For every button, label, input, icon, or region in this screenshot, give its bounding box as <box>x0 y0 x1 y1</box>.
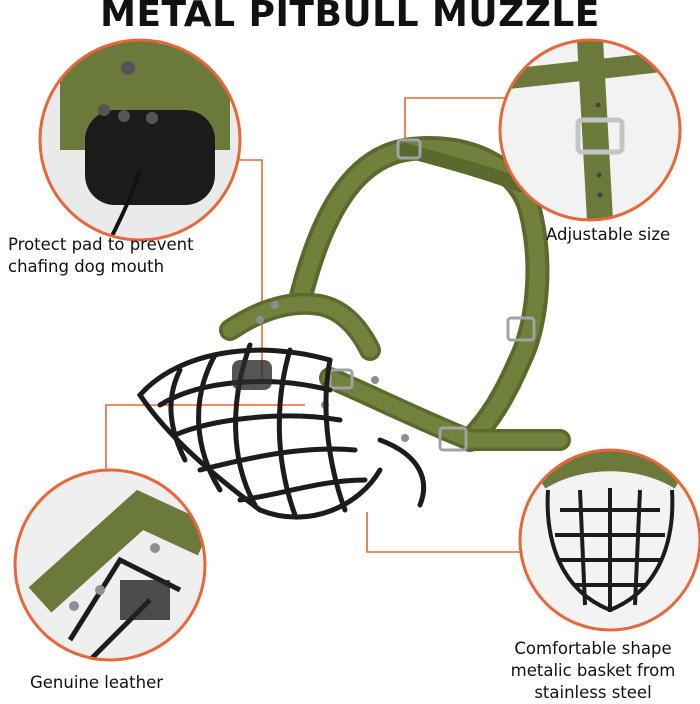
head-strap <box>219 136 571 452</box>
basket-connector-line <box>366 512 530 553</box>
pad-connector-line <box>230 159 263 380</box>
pad-callout-label: Protect pad to prevent chafing dog mouth <box>8 234 194 278</box>
basket-detail-circle <box>518 448 700 632</box>
adjustable-callout-label: Adjustable size <box>546 224 670 246</box>
basket-callout-line-2: metalic basket from <box>510 661 676 680</box>
pad-callout-line-2: chafing dog mouth <box>8 257 165 276</box>
page-title: METAL PITBULL MUZZLE <box>100 0 600 35</box>
basket-callout-label: Comfortable shape metalic basket from st… <box>498 638 688 704</box>
adjustable-detail-circle <box>498 38 682 222</box>
leather-callout-line-1: Genuine leather <box>30 673 163 692</box>
buckle-cheek <box>328 368 468 452</box>
buckle-side <box>506 316 536 342</box>
leather-callout-label: Genuine leather <box>30 672 163 694</box>
pad-callout-line-1: Protect pad to prevent <box>8 235 194 254</box>
adjustable-callout-line-1: Adjustable size <box>546 225 671 244</box>
metal-basket <box>136 342 427 520</box>
basket-callout-line-3: stainless steel <box>534 683 652 702</box>
pad-detail-circle <box>38 38 242 242</box>
mouth-pad <box>232 360 272 390</box>
leather-detail-circle <box>13 468 207 662</box>
forehead-strap <box>398 143 527 192</box>
buckle-top <box>396 138 422 160</box>
basket-callout-line-1: Comfortable shape <box>514 639 672 658</box>
